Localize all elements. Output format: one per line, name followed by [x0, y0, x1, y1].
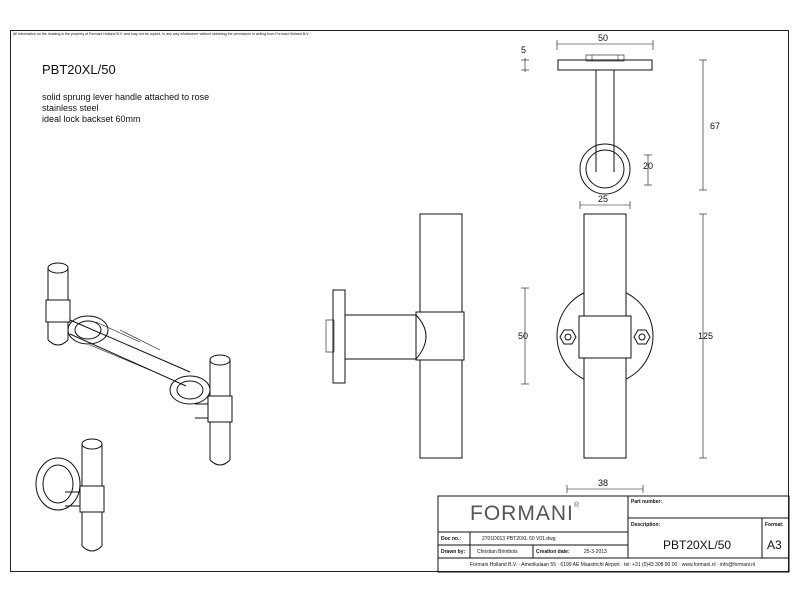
front-view-screw-left	[559, 329, 577, 345]
drawn-by-label: Drawn by:	[441, 549, 466, 555]
side-view	[325, 213, 465, 459]
top-view-bar-end	[585, 149, 625, 189]
side-view-grip-collar	[415, 311, 465, 361]
isometric-view	[35, 262, 233, 552]
top-dimension-lines	[521, 40, 707, 209]
description-line: stainless steel	[42, 103, 99, 113]
product-description: solid sprung lever handle attached to ro…	[42, 92, 209, 125]
top-view	[557, 54, 653, 195]
dim-handle-length: 125	[698, 331, 714, 341]
format-value: A3	[767, 538, 782, 552]
copyright-notice: All information on the drawing is the pr…	[13, 32, 310, 36]
description-label: Description:	[631, 522, 661, 528]
doc-number-label: Doc no.:	[441, 536, 461, 542]
description-value: PBT20XL/50	[663, 538, 732, 552]
doc-number-value: 2701D013 PBT20XL 50 V01.dwg	[482, 536, 556, 542]
drawn-by-value: Christian Brimbois	[477, 549, 518, 555]
title-block-frame	[437, 495, 790, 573]
description-line: ideal lock backset 60mm	[42, 114, 141, 124]
front-view-grip-collar	[578, 315, 632, 359]
front-view	[556, 213, 654, 459]
top-view-grip-ring	[579, 143, 631, 195]
format-label: Format:	[765, 522, 784, 528]
creation-date-value: 25-3-2013	[584, 549, 607, 555]
front-view-screw-right	[633, 329, 651, 345]
dim-top-height: 67	[710, 121, 721, 131]
dim-bar-width: 25	[598, 194, 609, 204]
side-view-rose-plate	[332, 289, 346, 384]
product-code-title: PBT20XL/50	[42, 62, 116, 77]
top-view-rose-plate	[557, 59, 653, 71]
top-view-spindle-block	[585, 54, 625, 62]
front-dimension-lines	[521, 213, 707, 493]
drawing-sheet-border	[10, 30, 789, 572]
dim-bar-diameter: 20	[643, 161, 654, 171]
dim-top-width: 50	[598, 33, 609, 43]
dim-grip-width: 38	[598, 478, 609, 488]
part-number-label: Part number:	[631, 499, 663, 505]
description-line: solid sprung lever handle attached to ro…	[42, 92, 210, 102]
creation-date-label: Creation date:	[536, 549, 570, 555]
dim-top-thickness: 5	[521, 45, 527, 55]
side-view-spindle-stub	[325, 319, 335, 353]
dim-rose-diameter: 50	[518, 331, 529, 341]
company-footer: Formani Holland B.V. · Amerikalaan 55 · …	[470, 562, 756, 568]
brand-logo: FORMANI®	[470, 502, 580, 525]
